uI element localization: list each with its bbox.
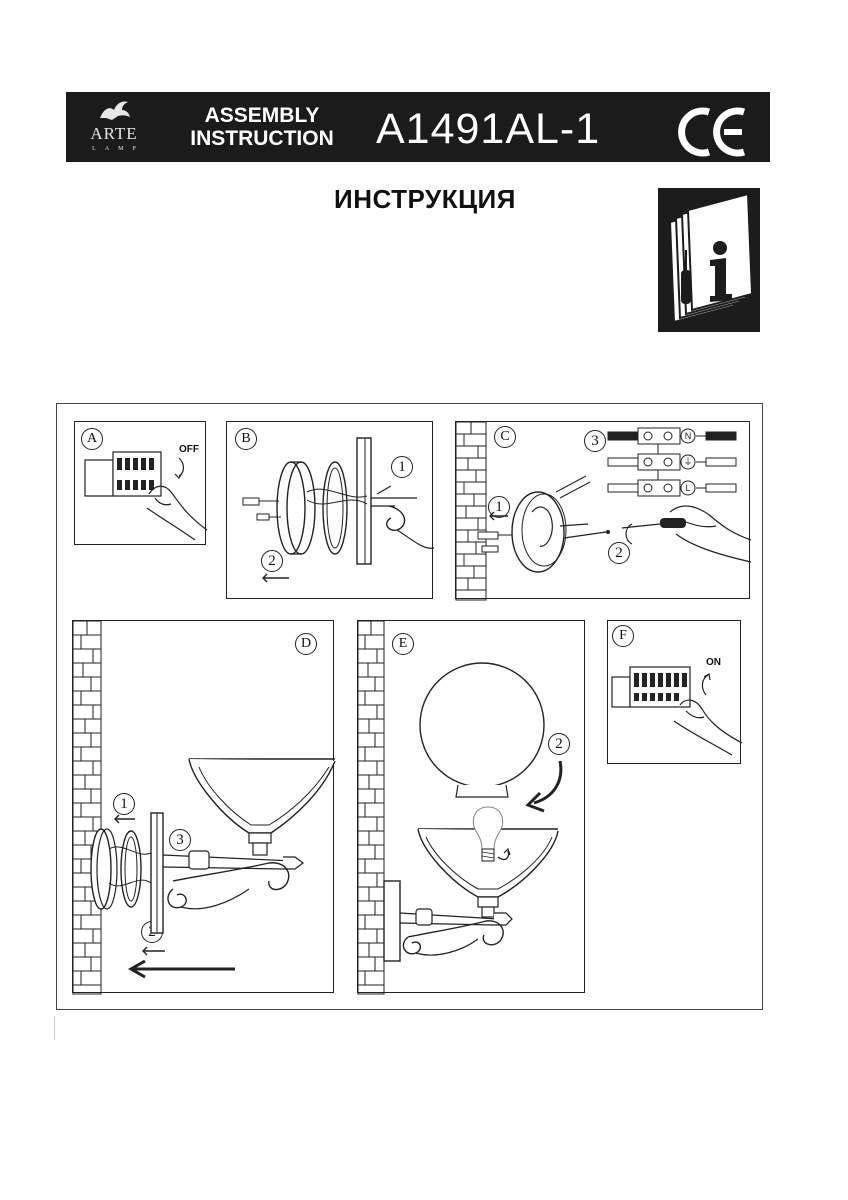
assembly-line-1: ASSEMBLY: [204, 104, 320, 127]
panel-d-step-1: 1: [113, 793, 135, 815]
terminal-n-label: N: [685, 431, 692, 441]
panel-a-letter: A: [81, 428, 103, 450]
assembly-diagram-frame: [56, 403, 763, 1010]
screwdriver-icon: [681, 250, 691, 304]
panel-d-mount-fixture: D 1 2 3: [72, 620, 336, 995]
info-booklet-icon: [658, 188, 760, 332]
switch-on-label: ON: [706, 657, 721, 668]
mount-removal-illustration: [242, 437, 435, 583]
fixture-mount-illustration: [72, 620, 336, 995]
logo-word: ARTE: [90, 124, 138, 143]
assembly-line-2: INSTRUCTION: [190, 127, 334, 150]
griffin-logo-icon: [100, 101, 130, 120]
panel-b-step-1: 1: [391, 456, 413, 478]
panel-e-bulb-and-globe: E 2 1: [357, 620, 585, 995]
wiring-illustration: N ⏚ L: [455, 421, 752, 601]
panel-c-step-2: 2: [608, 542, 630, 564]
assembly-instruction-label: ASSEMBLY INSTRUCTION: [172, 104, 352, 150]
panel-b-letter: B: [235, 428, 257, 450]
panel-f-switch-on: F ON: [607, 620, 743, 764]
panel-a-switch-off: A OFF: [74, 421, 208, 545]
arte-lamp-logo: ARTE LAMP: [72, 96, 156, 158]
model-number: A1491AL-1: [376, 105, 601, 153]
page-edge-mark: [54, 1016, 55, 1040]
info-letter-icon: [710, 241, 732, 302]
panel-b-step-2: 2: [261, 550, 283, 572]
panel-c-wiring: C 1 2 3: [455, 421, 752, 601]
panel-c-step-3: 3: [584, 430, 606, 452]
terminal-earth-label: ⏚: [683, 457, 692, 467]
switch-off-illustration: [84, 451, 208, 541]
panel-d-letter: D: [295, 633, 317, 655]
logo-subtitle: LAMP: [92, 146, 145, 152]
terminal-l-label: L: [685, 483, 690, 493]
panel-b-remove-mount: B 1 2: [226, 421, 435, 599]
panel-d-step-3: 3: [169, 829, 191, 851]
panel-e-step-2: 2: [548, 733, 570, 755]
panel-e-letter: E: [392, 633, 414, 655]
page-title: ИНСТРУКЦИЯ: [334, 184, 516, 214]
switch-on-illustration: [611, 666, 743, 756]
switch-off-label: OFF: [179, 444, 199, 455]
ce-mark-icon: [678, 107, 746, 157]
panel-c-letter: C: [494, 426, 516, 448]
panel-f-letter: F: [612, 625, 634, 647]
header-band: [66, 92, 770, 162]
globe-bulb-illustration: [357, 620, 563, 995]
